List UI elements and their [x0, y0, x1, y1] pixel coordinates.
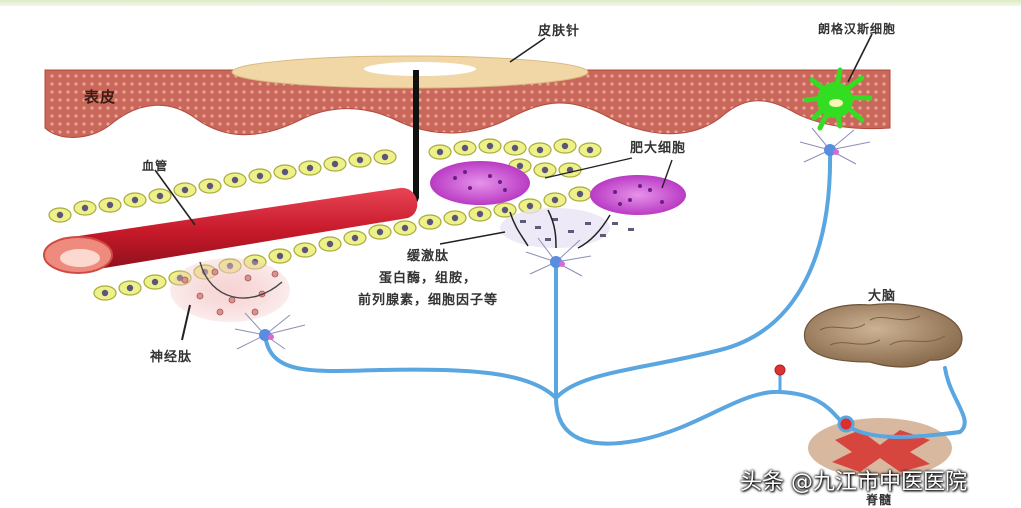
top-border-strip [0, 0, 1021, 6]
nerve-fibers [263, 148, 967, 446]
label-mast-cell: 肥大细胞 [630, 141, 687, 156]
watermark: 头条 @九江市中医医院 [740, 470, 967, 495]
skin-needle [231, 37, 589, 205]
mast-cells [430, 157, 686, 249]
label-skin-needle: 皮肤针 [538, 24, 581, 39]
label-mediators-line3: 前列腺素，细胞因子等 [357, 293, 498, 308]
langerhans-cell [803, 33, 873, 131]
brain [803, 303, 963, 368]
label-epidermis: 表皮 [84, 88, 117, 106]
neuropeptide-cloud [170, 258, 290, 341]
label-blood-vessel: 血管 [142, 159, 169, 173]
spinal-cord [808, 415, 961, 478]
label-mediators-line2: 蛋白酶，组胺， [378, 271, 477, 286]
label-mediators: 缓激肽 蛋白酶，组胺， 前列腺素，细胞因子等 [316, 246, 540, 312]
ganglion-marker [774, 364, 786, 392]
label-neuropeptide: 神经肽 [150, 350, 193, 365]
label-spinal-cord: 脊髓 [866, 493, 893, 507]
nerve-endings [234, 127, 871, 350]
label-langerhans-cell: 朗格汉斯细胞 [818, 22, 897, 36]
epidermis-layer [44, 69, 891, 138]
blood-vessel [43, 169, 418, 274]
label-mediators-line1: 缓激肽 [406, 249, 449, 264]
label-brain: 大脑 [868, 289, 897, 304]
